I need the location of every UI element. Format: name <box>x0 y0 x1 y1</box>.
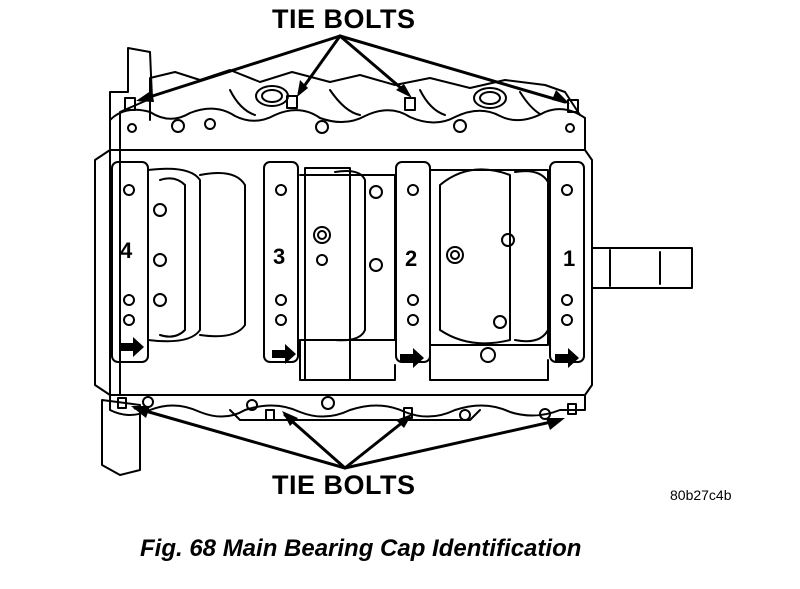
cylinder-bore <box>479 91 501 105</box>
cap-number-3: 3 <box>273 244 286 269</box>
bottom-tie-bolts-label: TIE BOLTS <box>272 470 416 500</box>
top-deck <box>149 69 581 121</box>
rail-hole <box>459 409 471 421</box>
cap-number-2: 2 <box>405 246 418 271</box>
tie-bolt-head <box>124 97 136 111</box>
cylinder-bore <box>473 87 507 109</box>
tie-bolt-head <box>117 397 127 409</box>
top-tie-bolts-label: TIE BOLTS <box>272 4 416 34</box>
tie-bolt-head <box>567 403 577 415</box>
rail-hole <box>321 396 335 410</box>
cap-arrow <box>120 337 144 357</box>
block-side <box>94 149 593 396</box>
rail-hole <box>246 399 258 411</box>
rail-hole <box>142 396 154 408</box>
top-arrowheads <box>136 80 570 104</box>
crank-snout <box>591 247 693 289</box>
cap-number-1: 1 <box>563 246 576 271</box>
bearing-cap-3 <box>263 161 299 363</box>
tie-bolt-head <box>567 99 579 113</box>
rail-hole <box>204 118 216 130</box>
tie-bolt-head <box>404 97 416 111</box>
cylinder-bore <box>261 89 283 103</box>
figure-code: 80b27c4b <box>670 487 732 503</box>
rail-hole <box>171 119 185 133</box>
crankshaft <box>147 167 549 381</box>
tie-bolt-head <box>286 95 298 109</box>
cap-arrow <box>400 348 424 368</box>
rail-hole <box>127 123 137 133</box>
rail-hole <box>565 123 575 133</box>
top-leader-lines <box>138 34 567 104</box>
deck-detail <box>229 89 541 116</box>
upper-pan-rail <box>109 117 586 151</box>
figure-caption: Fig. 68 Main Bearing Cap Identification <box>140 535 582 562</box>
lower-pan-rail <box>109 394 586 418</box>
tie-bolt-head <box>265 409 275 421</box>
bottom-leader-lines <box>133 406 562 470</box>
cap-arrow <box>555 348 579 368</box>
cap-arrow <box>272 344 296 364</box>
oil-pan-flange <box>229 409 481 421</box>
top-rail <box>109 107 586 124</box>
cap-number-4: 4 <box>120 238 133 263</box>
rail-hole <box>315 120 329 134</box>
bottom-arrowheads <box>131 406 565 430</box>
rail-hole <box>453 119 467 133</box>
rail-hole <box>539 408 551 420</box>
